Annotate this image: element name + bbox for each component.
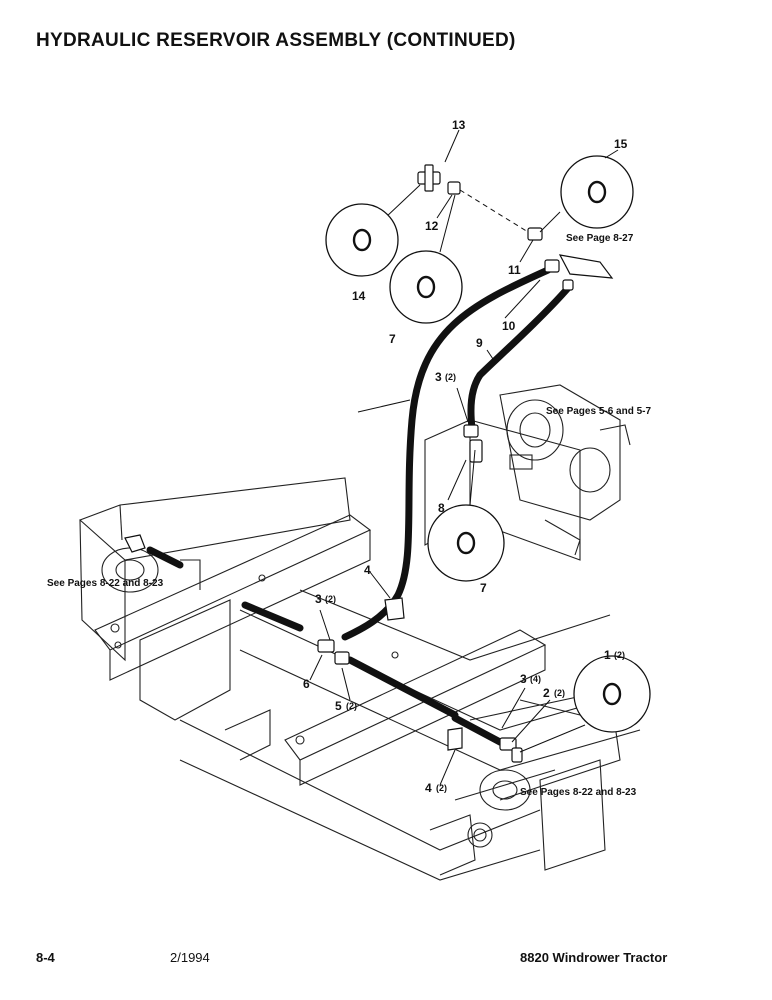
- ref-pages-5-6-5-7: See Pages 5-6 and 5-7: [546, 406, 651, 417]
- callout-4-lower-qty: (2): [436, 783, 447, 793]
- hose-front-left: [146, 546, 184, 569]
- manifold-block: [544, 254, 614, 291]
- callout-4-upper: 4: [364, 563, 371, 577]
- ref-page-8-27: See Page 8-27: [566, 233, 634, 244]
- callout-3-upper: 3: [435, 370, 442, 384]
- tractor-frame: [78, 477, 641, 881]
- callout-7-lower: 7: [480, 581, 487, 595]
- oring-detail-1: [519, 655, 651, 753]
- oring-detail-15: [539, 155, 634, 233]
- callout-3-upper-qty: (2): [445, 372, 456, 382]
- tee-fitting-13: [417, 164, 441, 192]
- callout-3-middle-qty: (2): [325, 594, 336, 604]
- elbow-2: [499, 737, 523, 763]
- callout-1-qty: (2): [614, 650, 625, 660]
- callout-3-middle: 3: [315, 592, 322, 606]
- callout-11: 11: [508, 263, 521, 277]
- callout-8: 8: [438, 501, 445, 515]
- pump-assembly: [424, 384, 631, 561]
- callout-5-qty: (2): [346, 701, 357, 711]
- clamp-4-upper: [384, 597, 405, 621]
- leader-lines: [309, 129, 619, 786]
- clamp-4-lower: [447, 727, 463, 751]
- hose-cross: [241, 601, 304, 632]
- hose-rear: [451, 714, 504, 746]
- callout-15: 15: [614, 137, 628, 151]
- callout-4-lower: 4: [425, 781, 432, 795]
- oring-detail-14: [325, 184, 421, 277]
- fitting-11: [527, 227, 543, 241]
- oring-detail-7-lower: [427, 449, 505, 582]
- callout-13: 13: [452, 118, 466, 132]
- hose-9: [467, 284, 572, 432]
- callout-2: 2: [543, 686, 550, 700]
- adapter-12: [447, 181, 461, 195]
- left-motor: [101, 534, 159, 593]
- callout-6: 6: [303, 677, 310, 691]
- ref-pages-8-22-8-23-right: See Pages 8-22 and 8-23: [520, 787, 637, 798]
- footer-model: 8820 Windrower Tractor: [520, 950, 668, 965]
- callout-14: 14: [352, 289, 366, 303]
- callout-3-lower-qty: (4): [530, 674, 541, 684]
- callout-2-qty: (2): [554, 688, 565, 698]
- callout-9: 9: [476, 336, 483, 350]
- hose-5-lower: [346, 656, 459, 719]
- tee-fitting-8: [463, 424, 483, 463]
- callout-1: 1: [604, 648, 611, 662]
- ref-pages-8-22-8-23-left: See Pages 8-22 and 8-23: [47, 578, 164, 589]
- callout-5: 5: [335, 699, 342, 713]
- hose-10: [341, 266, 552, 641]
- connection-dashed-line: [459, 189, 529, 233]
- oring-detail-7-upper: [389, 194, 463, 324]
- right-motor: [479, 769, 531, 811]
- callout-3-lower: 3: [520, 672, 527, 686]
- callout-10: 10: [502, 319, 516, 333]
- footer-page-number: 8-4: [36, 950, 55, 965]
- fitting-6: [317, 639, 350, 665]
- callout-7-upper: 7: [389, 332, 396, 346]
- footer-date: 2/1994: [170, 950, 210, 965]
- page-title: HYDRAULIC RESERVOIR ASSEMBLY (CONTINUED): [36, 30, 516, 51]
- callout-12: 12: [425, 219, 439, 233]
